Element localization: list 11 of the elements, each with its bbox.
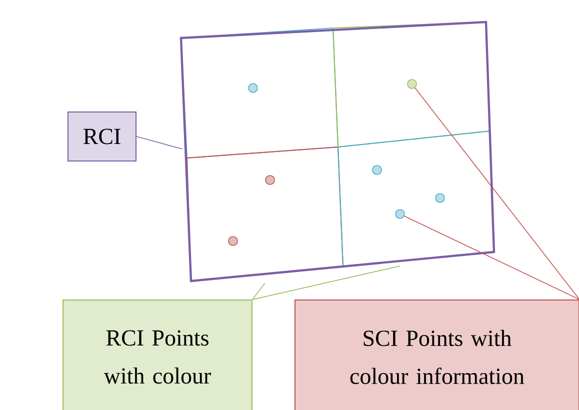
label-box: RCI [68,112,136,162]
leader-line [404,216,579,300]
label-box: RCI Points with colour [62,300,252,410]
point-marker [407,79,417,89]
leader-line [414,87,579,300]
label-box: SCI Points with colour information [294,300,579,410]
leader-line [252,282,266,300]
leader-line [136,136,183,150]
leader-line [252,266,400,300]
point-marker [395,209,405,219]
grid-drawing [180,20,496,282]
